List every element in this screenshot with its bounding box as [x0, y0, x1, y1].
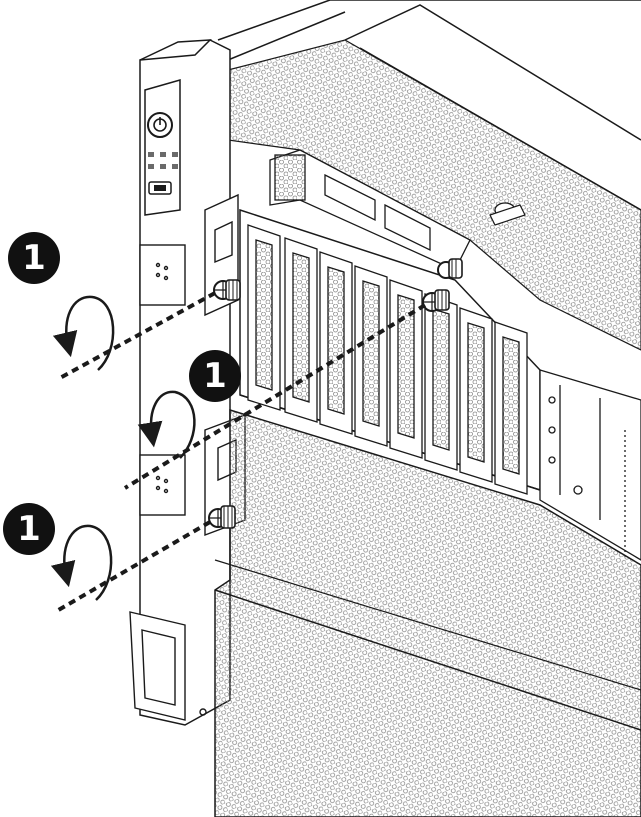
thumbscrew-icon [437, 258, 463, 279]
lower-mesh-panel [214, 408, 641, 817]
thumbscrew-icon [422, 289, 450, 312]
usb-port-icon [148, 181, 172, 195]
upper-mesh-panel [227, 39, 641, 351]
drive-bay [319, 251, 353, 435]
drive-bay [389, 279, 423, 459]
step-callout-bottom: 1 [3, 503, 55, 555]
rail-handle [129, 611, 207, 721]
rotation-arrows [50, 295, 196, 601]
drive-bay [247, 224, 281, 411]
step-number: 1 [22, 238, 46, 278]
screw-post-icon [489, 202, 526, 226]
step-number: 1 [203, 356, 227, 396]
drive-bay [284, 237, 318, 423]
guide-lines [53, 291, 427, 614]
side-rack-section [539, 369, 641, 561]
power-button-icon [147, 112, 173, 138]
step-callout-middle: 1 [189, 350, 241, 402]
drive-bays [247, 224, 528, 495]
status-led-icons [148, 152, 178, 169]
step-number: 1 [17, 509, 41, 549]
guide-line-bottom [53, 520, 212, 614]
drive-bay [494, 321, 528, 495]
drive-bay [354, 265, 388, 447]
rotate-ccw-icon [137, 390, 196, 459]
thumbscrew-icon [213, 279, 241, 301]
rotate-ccw-icon [52, 295, 115, 371]
drive-bay [424, 293, 458, 471]
guide-line-middle [123, 303, 427, 490]
step-callout-top: 1 [8, 232, 60, 284]
thumbscrew-icon [208, 505, 236, 529]
rotate-ccw-icon [50, 524, 113, 601]
guide-line-top [59, 291, 216, 380]
drive-bay [459, 307, 493, 483]
